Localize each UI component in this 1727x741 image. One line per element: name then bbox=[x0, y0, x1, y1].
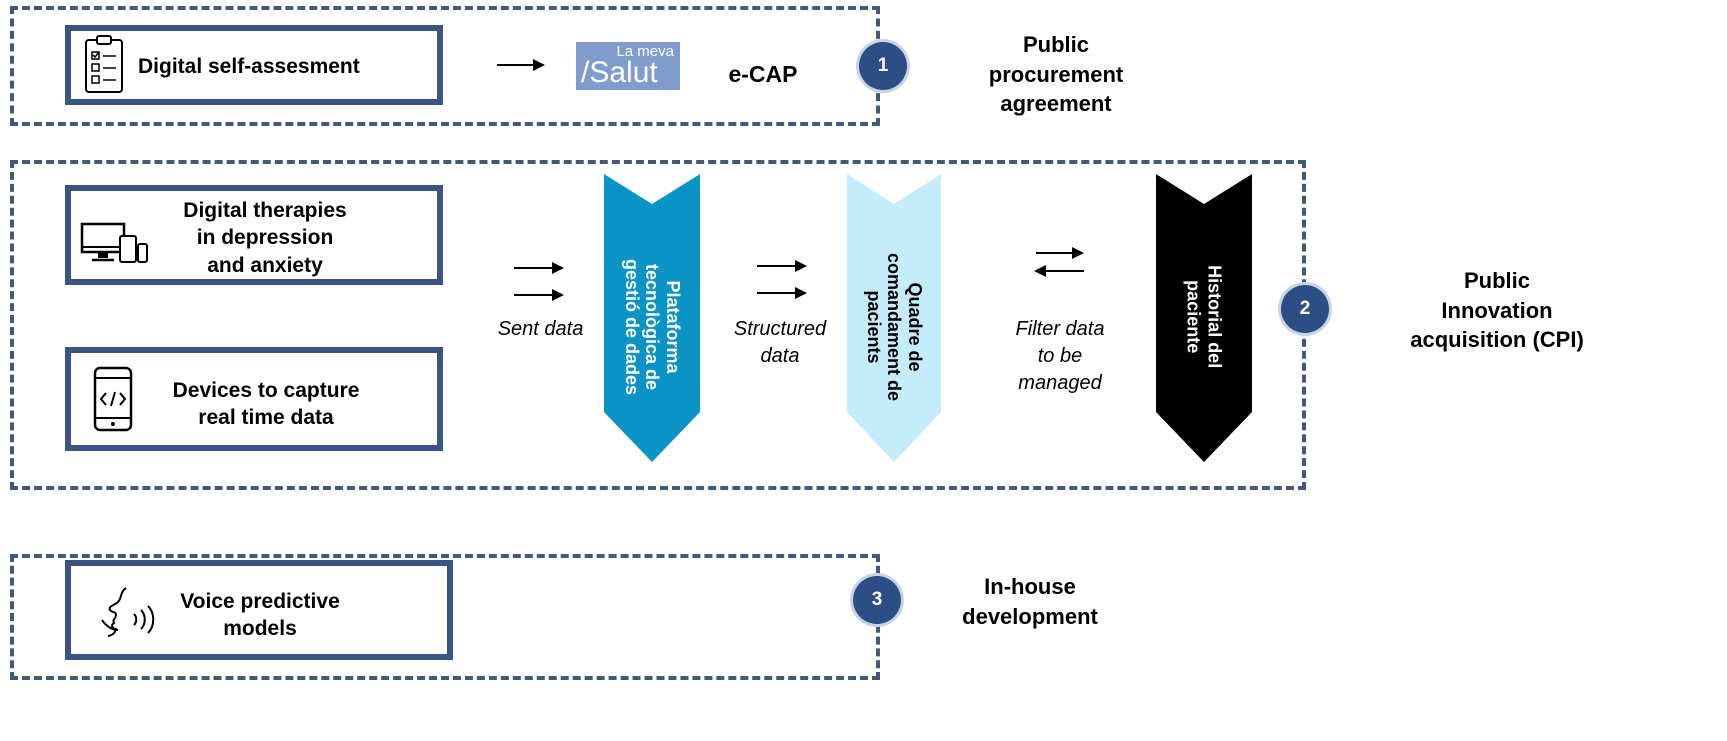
smartphone-code-icon bbox=[93, 366, 133, 432]
filter-data-label: Filter data to be managed bbox=[1015, 318, 1105, 394]
voice-models-label: Voice predictive models bbox=[180, 590, 340, 641]
self-assessment-box bbox=[65, 25, 443, 105]
section-3-label: In-house development bbox=[962, 574, 1098, 629]
double-arrow-icon bbox=[514, 262, 564, 301]
ecap-label: e-CAP bbox=[728, 61, 798, 87]
double-arrow-icon bbox=[757, 260, 807, 299]
step-3-badge: 3 bbox=[853, 576, 901, 624]
structured-data-label: Structured data bbox=[733, 318, 827, 367]
bidirectional-arrow-icon bbox=[1034, 247, 1084, 277]
section-2-label: Public Innovation acquisition (CPI) bbox=[1410, 268, 1584, 353]
step-2-badge: 2 bbox=[1281, 285, 1329, 333]
sent-data-label: Sent data bbox=[497, 318, 584, 340]
digital-therapies-label: Digital therapies in depression and anxi… bbox=[183, 199, 347, 277]
devices-box bbox=[65, 347, 443, 451]
devices-label: Devices to capture real time data bbox=[172, 379, 360, 430]
chevron-historial-label: Historial del paciente bbox=[1184, 265, 1225, 369]
devices-icon bbox=[80, 222, 148, 263]
section-1-frame-top bbox=[10, 6, 880, 10]
self-assessment-label: Digital self-assesment bbox=[138, 55, 360, 78]
chevron-plataforma-label: Plataforma tecnològica de gestió de dade… bbox=[621, 259, 684, 396]
step-1-badge: 1 bbox=[859, 42, 907, 90]
voice-face-icon bbox=[101, 587, 155, 637]
chevron-quadre bbox=[847, 174, 941, 462]
voice-models-box bbox=[65, 560, 453, 660]
chevron-plataforma bbox=[604, 174, 700, 462]
chevron-historial bbox=[1156, 174, 1252, 462]
la-meva-salut-logo: La meva /Salut bbox=[576, 42, 680, 90]
section-1-label: Public procurement agreement bbox=[988, 32, 1124, 117]
clipboard-icon bbox=[85, 35, 123, 93]
chevron-quadre-label: Quadre de comandament de pacients bbox=[863, 253, 926, 402]
arrow-right-icon bbox=[497, 59, 545, 71]
